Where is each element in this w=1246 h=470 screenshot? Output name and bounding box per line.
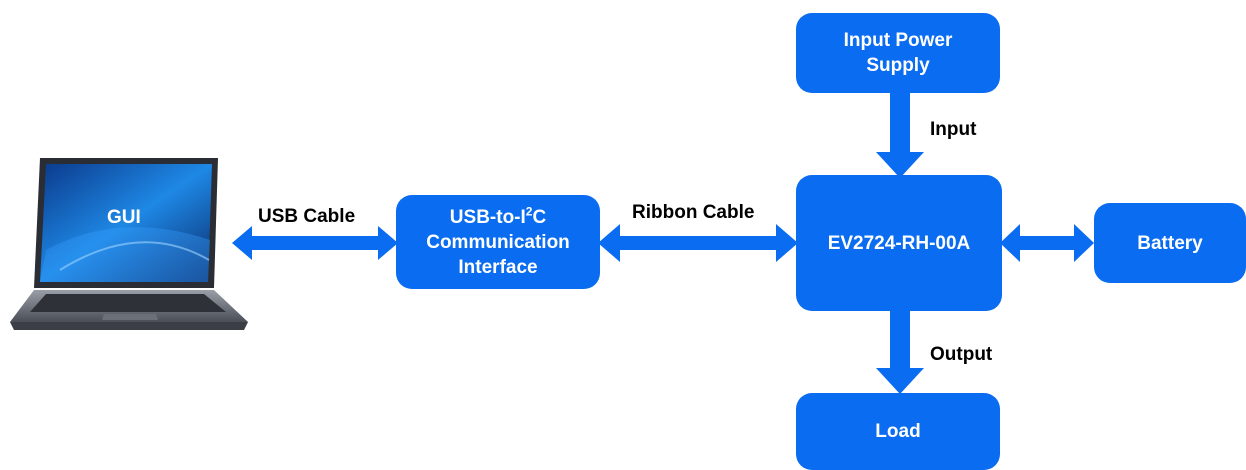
ev2724-block: EV2724-RH-00A: [796, 175, 1002, 311]
interface-line1: USB-to-I2C: [449, 204, 547, 228]
input-label: Input: [930, 119, 977, 140]
input-arrow: [876, 92, 924, 178]
usb-cable-arrow: [232, 226, 398, 260]
ribbon-cable-arrow: [598, 224, 798, 262]
power-supply-line1: Input Power: [843, 30, 953, 51]
input-power-supply-block: Input Power Supply: [796, 13, 1000, 93]
load-block: Load: [796, 393, 1000, 470]
ribbon-cable-label: Ribbon Cable: [632, 202, 755, 223]
battery-block: Battery: [1094, 203, 1246, 283]
output-arrow: [876, 308, 924, 394]
output-label: Output: [930, 344, 993, 365]
gui-label: GUI: [107, 207, 141, 228]
ev2724-label: EV2724-RH-00A: [827, 232, 971, 254]
usb-cable-label: USB Cable: [258, 206, 356, 227]
interface-line2: Communication: [426, 231, 570, 253]
battery-arrow: [1000, 224, 1094, 262]
battery-label: Battery: [1137, 232, 1203, 254]
load-label: Load: [875, 421, 921, 442]
interface-line3: Interface: [458, 256, 538, 278]
laptop-icon: [10, 158, 248, 330]
power-supply-line2: Supply: [866, 55, 930, 76]
usb-to-i2c-interface-block: USB-to-I2C Communication Interface: [396, 195, 600, 289]
